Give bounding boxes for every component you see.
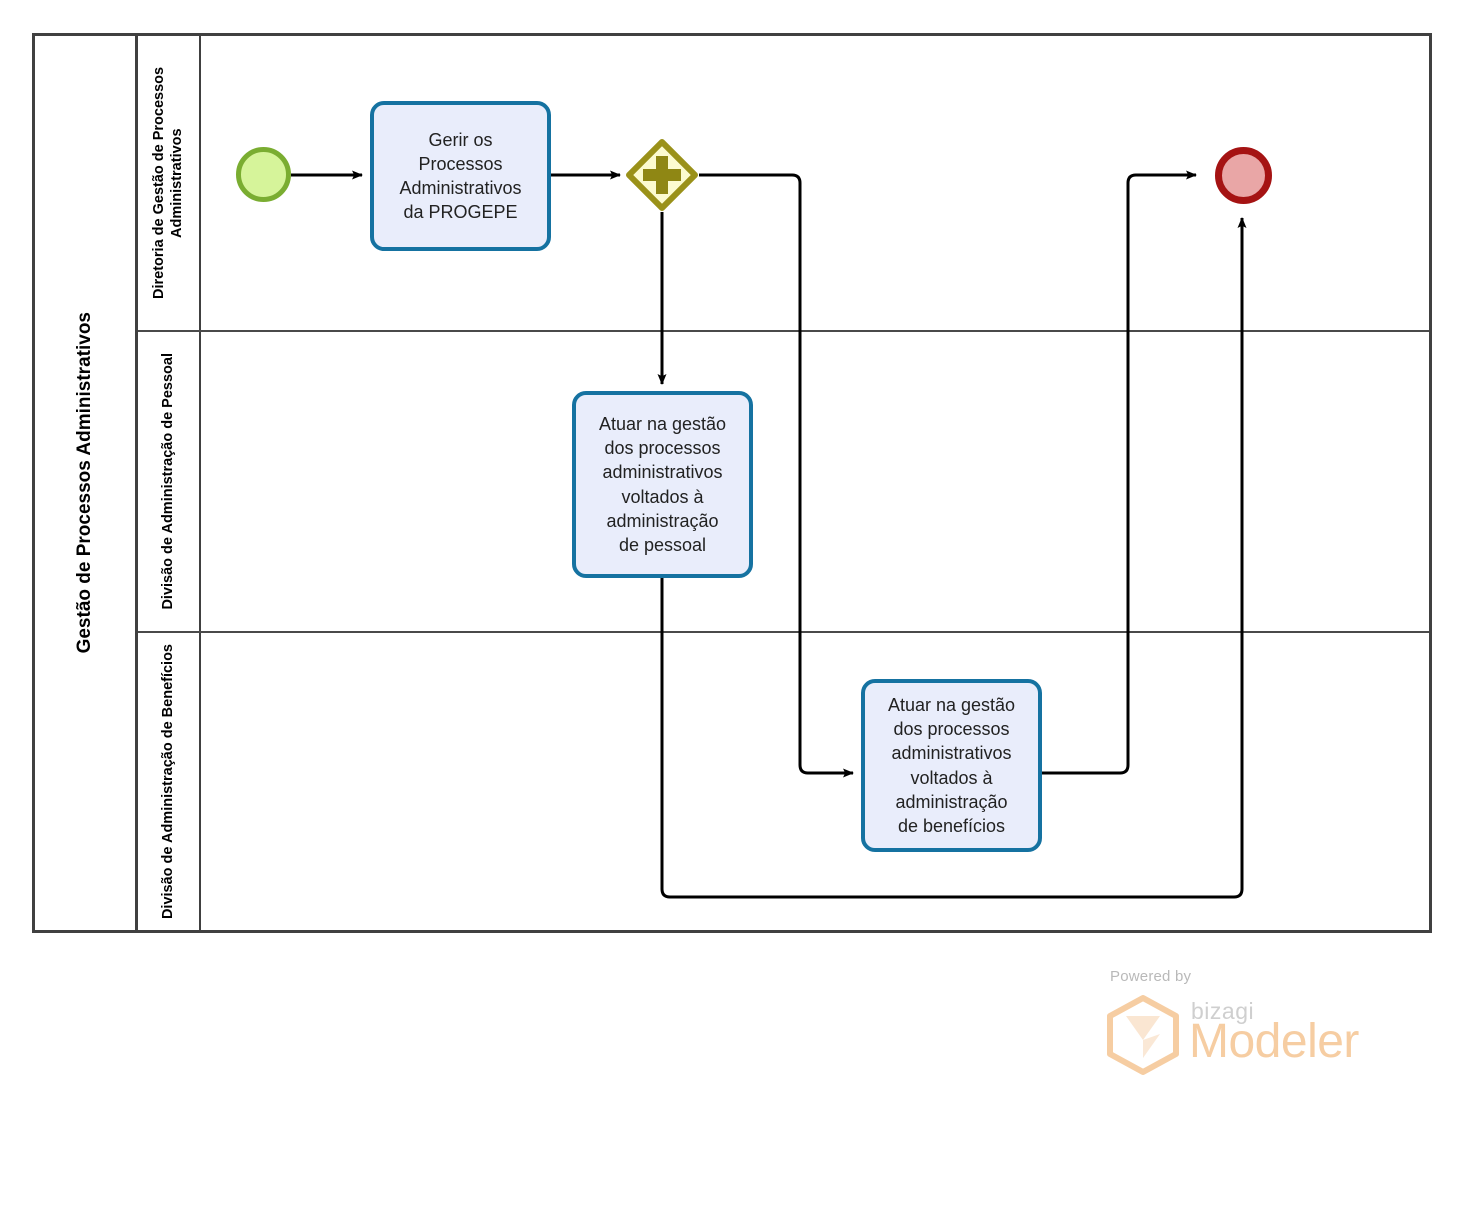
- parallel-gateway[interactable]: [626, 139, 698, 211]
- lane-divider-2: [138, 631, 1429, 633]
- task-atuar-na-gestao-administracao-de-beneficios[interactable]: Atuar na gestão dos processos administra…: [861, 679, 1042, 852]
- lane-header-pessoal: Divisão de Administração de Pessoal: [138, 332, 201, 631]
- lane-divider-1: [138, 330, 1429, 332]
- bizagi-hexagon-icon: [1107, 995, 1179, 1075]
- modeler-wordmark: Modeler: [1189, 1015, 1359, 1068]
- pool-title: Gestão de Processos Administrativos: [74, 312, 95, 654]
- pool-header: Gestão de Processos Administrativos: [35, 36, 138, 930]
- lane-label-beneficios: Divisão de Administração de Benefícios: [160, 643, 177, 920]
- lane-label-diretoria: Diretoria de Gestão de Processos Adminis…: [151, 66, 186, 300]
- bizagi-wordmark: bizagi: [1191, 998, 1255, 1024]
- bizagi-modeler-logo: Powered by bizagi Modeler: [1104, 968, 1374, 1078]
- lane-header-diretoria: Diretoria de Gestão de Processos Adminis…: [138, 36, 201, 330]
- task-gerir-os-processos-administrativos-da-progepe[interactable]: Gerir os Processos Administrativos da PR…: [370, 101, 551, 251]
- lane-divisao-de-administracao-de-pessoal[interactable]: Divisão de Administração de Pessoal: [138, 332, 1432, 631]
- task-atuar-na-gestao-administracao-de-pessoal[interactable]: Atuar na gestão dos processos administra…: [572, 391, 753, 578]
- lane-label-pessoal: Divisão de Administração de Pessoal: [160, 353, 177, 610]
- lane-header-beneficios: Divisão de Administração de Benefícios: [138, 633, 201, 930]
- powered-by-label: Powered by: [1110, 968, 1192, 985]
- start-event[interactable]: [236, 147, 291, 202]
- lane-diretoria-de-gestao-de-processos-administrativos[interactable]: Diretoria de Gestão de Processos Adminis…: [138, 36, 1432, 330]
- end-event[interactable]: [1215, 147, 1272, 204]
- parallel-gateway-icon: [626, 139, 698, 211]
- lane-divisao-de-administracao-de-beneficios[interactable]: Divisão de Administração de Benefícios: [138, 633, 1432, 930]
